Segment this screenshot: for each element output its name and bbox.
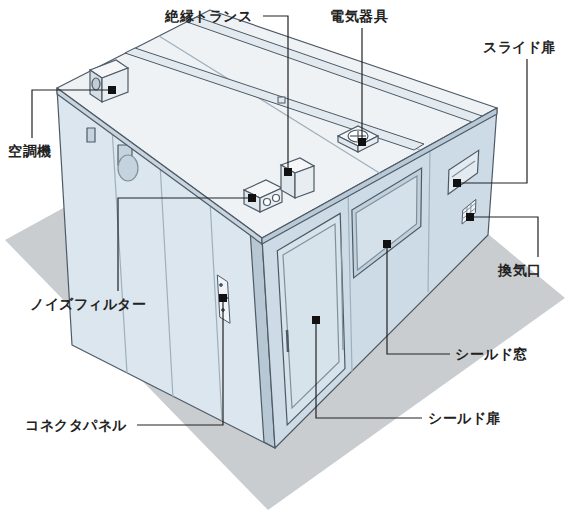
air-conditioner-part [102,68,128,102]
callout-label: 絶縁トランス [165,7,252,25]
leader-lines-part [118,198,252,291]
leader-lines-part [32,90,112,138]
callout-dots-part [383,240,391,248]
roof-beams-part [187,17,482,122]
roof-fitting-part [278,97,285,103]
isolation-transformer-part [281,165,295,198]
roof-beams [125,17,482,150]
roof-part [57,88,262,244]
shield-door [277,213,345,425]
vent [462,199,476,224]
callout-dots-part [284,168,292,176]
shield-door-part [283,224,339,408]
callout-dots-part [108,86,116,94]
connector-panel-part [217,275,230,323]
leader-lines [32,16,538,425]
callout-label: スライド扉 [483,38,556,56]
callout-dots-part [358,138,366,146]
roof-fitting [278,97,285,103]
leader-lines-part [387,244,450,354]
connector-panel [217,275,230,323]
shield-door-part [341,235,343,350]
roof-beams-part [125,48,424,150]
roof-part [262,108,497,244]
roof [57,10,497,244]
leader-lines-part [263,16,288,168]
shield-door-part [277,213,345,425]
right-wall-part [348,190,352,372]
noise-filter-part [244,190,260,212]
callout-dots-part [312,316,320,324]
slide-door-part [448,150,479,194]
noise-filter-part [273,195,280,202]
callout-label: コネクタパネル [25,416,127,434]
callout-dots [108,86,474,324]
callout-label: 電気器具 [330,7,388,25]
left-wall-part [87,128,95,142]
vent-part [463,203,476,214]
roof-part [57,10,497,238]
air-conditioner [90,60,128,102]
leader-lines-part [474,217,538,257]
callout-dots-part [466,213,474,221]
leader-lines-part [361,28,362,138]
leader-lines-part [137,298,223,425]
callout-label: 空調機 [8,142,52,160]
leader-lines-part [461,59,527,183]
callout-dots-part [219,294,227,302]
electrical-fixture [338,126,378,152]
isolation-transformer-part [295,166,314,198]
air-conditioner-part [90,70,102,102]
slide-door [448,150,479,194]
callout-label: ノイズフィルター [30,295,146,313]
right-wall-part [428,145,430,292]
callout-dots-part [453,179,461,187]
callout-dots-part [248,194,256,202]
noise-filter [244,180,282,212]
vent-part [462,199,476,224]
shield-door-part [287,330,288,352]
air-conditioner-part [92,78,100,90]
callout-label: 換気口 [498,261,542,279]
slide-door-part [452,161,475,177]
callout-label: シールド扉 [428,409,501,427]
electrical-fixture-part [358,136,378,152]
callout-label: シールド窓 [455,345,528,363]
isolation-transformer [281,158,314,198]
noise-filter-part [264,199,271,206]
left-wall-part [118,155,138,181]
noise-filter-part [260,188,282,212]
roof-part [159,36,381,174]
connector-panel-part [220,284,223,287]
leader-lines-part [316,320,422,418]
